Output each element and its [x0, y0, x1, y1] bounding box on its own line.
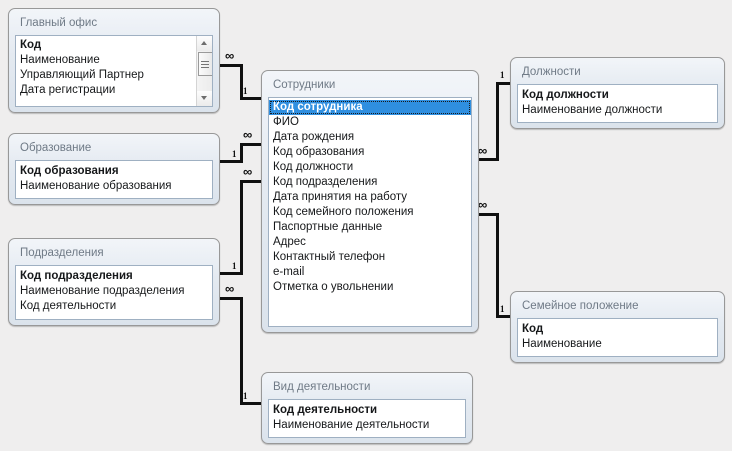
field-item[interactable]: Дата регистрации	[20, 84, 116, 96]
field-item[interactable]: Наименование	[20, 54, 100, 66]
field-item[interactable]: Код деятельности	[20, 300, 117, 312]
rel-segment	[218, 272, 243, 275]
field-item[interactable]: Код должности	[273, 161, 354, 173]
field-item[interactable]: Наименование деятельности	[273, 419, 430, 431]
field-item[interactable]: Паспортные данные	[273, 221, 383, 233]
field-item[interactable]: Наименование подразделения	[20, 285, 185, 297]
field-list[interactable]: Код деятельности Наименование деятельнос…	[268, 399, 466, 438]
field-list[interactable]: Код подразделения Наименование подраздел…	[15, 265, 213, 320]
rel-segment	[218, 64, 243, 67]
rel-segment	[496, 315, 518, 318]
table-title: Сотрудники	[273, 79, 336, 91]
field-item-selected[interactable]: Код сотрудника	[269, 100, 471, 115]
cardinality-many: ∞	[243, 127, 252, 142]
field-item[interactable]: Управляющий Партнер	[20, 69, 144, 81]
rel-segment	[240, 297, 243, 405]
field-list[interactable]: Код образования Наименование образования	[15, 160, 213, 199]
cardinality-one: 1	[500, 70, 505, 80]
cardinality-many: ∞	[225, 48, 234, 63]
cardinality-one: 1	[243, 86, 248, 96]
rel-segment	[218, 297, 243, 300]
scrollbar-thumb[interactable]	[198, 52, 212, 76]
table-title: Образование	[20, 142, 92, 154]
field-item[interactable]: Код должности	[522, 89, 609, 101]
field-item[interactable]: Адрес	[273, 236, 306, 248]
field-item[interactable]: Контактный телефон	[273, 251, 386, 263]
table-box-employees[interactable]: Сотрудники Код сотрудника ФИО Дата рожде…	[261, 70, 479, 333]
table-box-departments[interactable]: Подразделения Код подразделения Наименов…	[8, 238, 220, 326]
rel-segment	[240, 64, 243, 100]
rel-segment	[477, 158, 499, 161]
rel-segment	[496, 82, 499, 161]
field-item[interactable]: Код образования	[273, 146, 365, 158]
field-item[interactable]: Код деятельности	[273, 404, 378, 416]
field-item[interactable]: Дата рождения	[273, 131, 355, 143]
rel-segment	[240, 143, 263, 146]
vertical-scrollbar[interactable]	[196, 36, 212, 106]
scroll-down-arrow-icon[interactable]	[197, 91, 212, 106]
field-item[interactable]: Код подразделения	[20, 270, 133, 282]
rel-segment	[240, 402, 263, 405]
rel-segment	[240, 143, 243, 163]
field-item[interactable]: Код подразделения	[273, 176, 378, 188]
field-item[interactable]: Код	[522, 323, 544, 335]
cardinality-one: 1	[232, 149, 237, 159]
scroll-up-arrow-icon[interactable]	[197, 36, 212, 51]
field-item[interactable]: e-mail	[273, 266, 305, 278]
field-item[interactable]: Дата принятия на работу	[273, 191, 408, 203]
field-list[interactable]: Код сотрудника ФИО Дата рождения Код обр…	[268, 97, 472, 327]
field-item[interactable]: Наименование должности	[522, 104, 663, 116]
table-box-marital-status[interactable]: Семейное положение Код Наименование	[510, 291, 725, 363]
cardinality-one: 1	[500, 304, 505, 314]
table-title: Главный офис	[20, 17, 98, 29]
rel-segment	[240, 97, 263, 100]
table-title: Должности	[522, 66, 581, 78]
table-title: Семейное положение	[522, 300, 639, 312]
table-box-activity-type[interactable]: Вид деятельности Код деятельности Наимен…	[261, 372, 473, 444]
field-item[interactable]: Код семейного положения	[273, 206, 414, 218]
cardinality-one: 1	[243, 391, 248, 401]
cardinality-many: ∞	[243, 164, 252, 179]
cardinality-one: 1	[232, 261, 237, 271]
field-item[interactable]: Код	[20, 39, 42, 51]
field-list[interactable]: Код должности Наименование должности	[517, 84, 718, 123]
rel-segment	[477, 213, 499, 216]
cardinality-many: ∞	[478, 143, 487, 158]
rel-segment	[496, 213, 499, 318]
cardinality-many: ∞	[478, 197, 487, 212]
table-box-education[interactable]: Образование Код образования Наименование…	[8, 133, 220, 205]
field-item[interactable]: Наименование образования	[20, 180, 172, 192]
table-title: Вид деятельности	[273, 381, 371, 393]
rel-segment	[218, 160, 243, 163]
field-list[interactable]: Код Наименование Управляющий Партнер Дат…	[15, 35, 213, 107]
table-box-positions[interactable]: Должности Код должности Наименование дол…	[510, 57, 725, 129]
field-item[interactable]: Код образования	[20, 165, 119, 177]
rel-segment	[240, 180, 263, 183]
field-item[interactable]: Наименование	[522, 338, 602, 350]
table-title: Подразделения	[20, 247, 104, 259]
table-box-head-office[interactable]: Главный офис Код Наименование Управляющи…	[8, 8, 220, 113]
field-item[interactable]: Отметка о увольнении	[273, 281, 394, 293]
rel-segment	[240, 180, 243, 275]
field-list[interactable]: Код Наименование	[517, 318, 718, 357]
rel-segment	[496, 82, 518, 85]
cardinality-many: ∞	[225, 281, 234, 296]
field-item[interactable]: ФИО	[273, 116, 299, 128]
